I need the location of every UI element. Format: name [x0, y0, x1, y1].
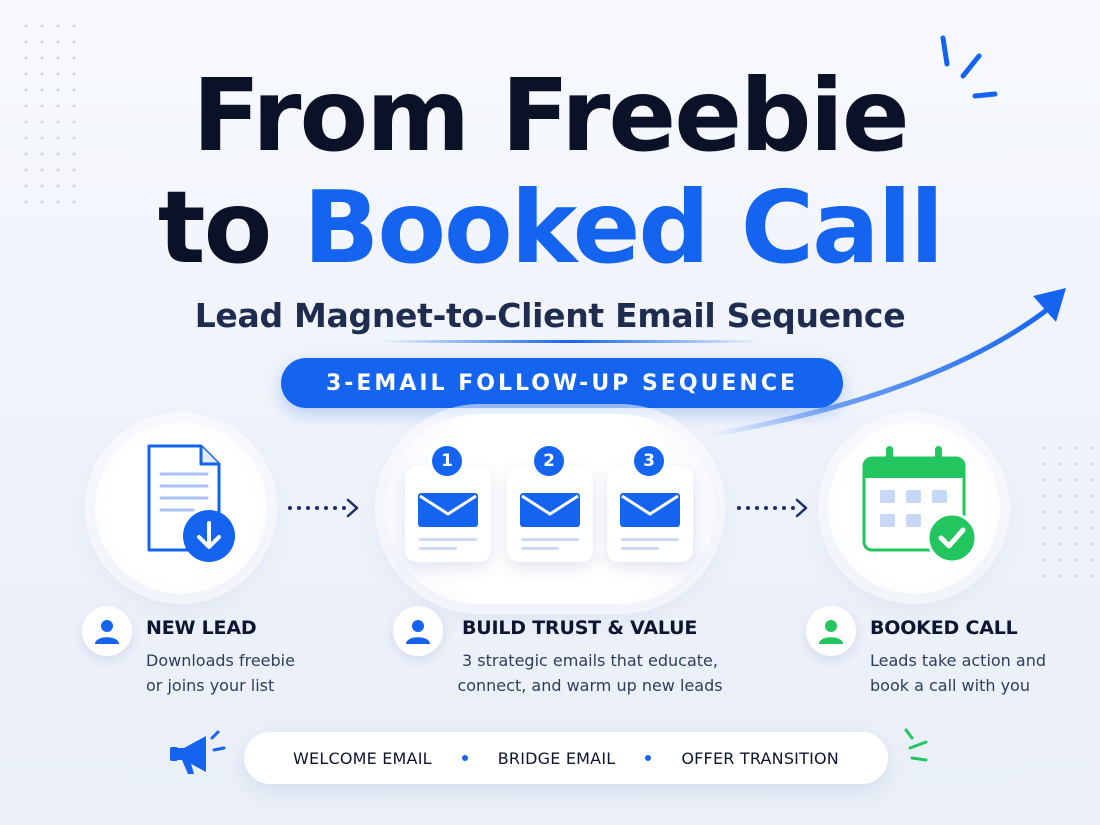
email-text-line	[521, 547, 559, 550]
email-text-line	[621, 547, 659, 550]
footer-item-bridge: BRIDGE EMAIL	[497, 748, 616, 768]
email-types-bar: WELCOME EMAIL BRIDGE EMAIL OFFER TRANSIT…	[244, 732, 888, 784]
booked-call-avatar	[806, 606, 856, 656]
step-desc-line: Downloads freebie	[146, 651, 295, 670]
email-text-line	[419, 547, 457, 550]
step-desc-line: or joins your list	[146, 676, 275, 695]
user-icon	[819, 620, 843, 644]
footer-separator-dot	[461, 755, 468, 761]
email-number-badge: 1	[432, 446, 462, 476]
step-title-booked-call: BOOKED CALL	[870, 617, 1018, 639]
footer-item-welcome: WELCOME EMAIL	[293, 748, 432, 768]
footer-separator-dot	[645, 755, 652, 761]
step-desc-line: connect, and warm up new leads	[457, 676, 723, 695]
email-card-3: 3	[607, 446, 693, 562]
envelope-icon	[520, 493, 580, 527]
step-title-new-lead: NEW LEAD	[146, 617, 257, 639]
green-sparkle-icon	[904, 728, 928, 762]
envelope-icon	[620, 493, 680, 527]
flow-arrow-1	[288, 498, 359, 518]
email-number-badge: 2	[534, 446, 564, 476]
user-icon	[406, 620, 430, 644]
subtitle-underline	[380, 340, 760, 343]
dot-pattern-top-left	[18, 18, 82, 208]
megaphone-icon	[170, 730, 226, 774]
headline-to: to	[157, 169, 273, 286]
email-card-1: 1	[405, 446, 491, 562]
envelope-icon	[418, 493, 478, 527]
new-lead-avatar	[82, 606, 132, 656]
footer-item-offer: OFFER TRANSITION	[681, 748, 839, 768]
step-desc-line: Leads take action and	[870, 651, 1046, 670]
user-icon	[95, 620, 119, 644]
step-desc-new-lead: Downloads freebie or joins your list	[146, 648, 295, 698]
subtitle: Lead Magnet-to-Client Email Sequence	[194, 296, 906, 335]
step-title-build-trust: BUILD TRUST & VALUE	[462, 617, 698, 639]
flow-arrow-2	[737, 498, 808, 518]
dot-pattern-right	[1036, 440, 1100, 590]
sparkle-lines-icon	[940, 35, 998, 99]
document-download-icon	[147, 444, 235, 562]
growth-arrow-icon	[707, 288, 1066, 438]
headline-line-2: to Booked Call	[0, 178, 1100, 278]
headline-line-1: From Freebie	[192, 57, 910, 174]
email-number-badge: 3	[634, 446, 664, 476]
build-trust-avatar	[393, 606, 443, 656]
sequence-banner: 3-EMAIL FOLLOW-UP SEQUENCE	[281, 358, 843, 408]
step-desc-line: 3 strategic emails that educate,	[462, 651, 718, 670]
headline-booked-call: Booked Call	[303, 169, 944, 286]
calendar-check-icon	[862, 446, 978, 564]
step-desc-line: book a call with you	[870, 676, 1030, 695]
email-text-line	[621, 538, 679, 541]
email-card-2: 2	[507, 446, 593, 562]
email-text-line	[419, 538, 477, 541]
email-text-line	[521, 538, 579, 541]
step-desc-booked-call: Leads take action and book a call with y…	[870, 648, 1046, 698]
step-desc-build-trust: 3 strategic emails that educate, connect…	[440, 648, 740, 698]
